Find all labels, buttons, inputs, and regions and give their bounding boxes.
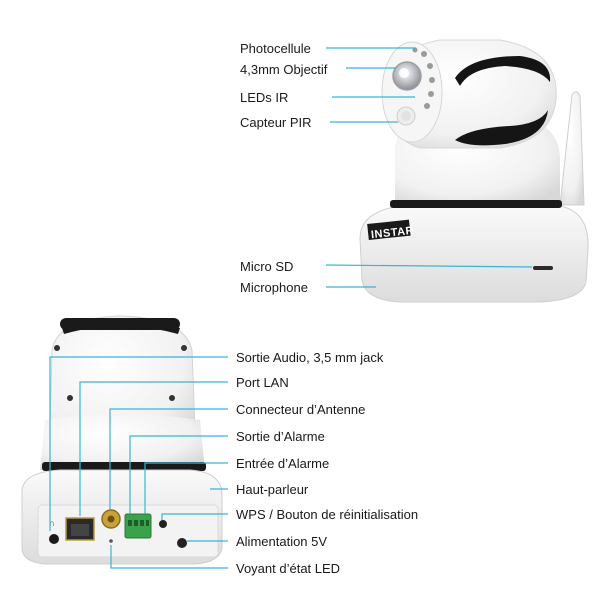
front-head-band	[455, 56, 551, 86]
label-connecteur-antenne: Connecteur d’Antenne	[236, 402, 366, 417]
label-leds-ir: LEDs IR	[240, 90, 289, 105]
label-port-lan: Port LAN	[236, 375, 289, 390]
label-micro-sd: Micro SD	[240, 259, 294, 274]
front-ring	[390, 200, 562, 208]
antenna	[559, 91, 585, 206]
brand-logo	[367, 219, 411, 240]
label-alimentation: Alimentation 5V	[236, 534, 328, 549]
front-base	[359, 205, 589, 303]
label-voyant-led: Voyant d’état LED	[236, 561, 341, 576]
label-entree-alarme: Entrée d’Alarme	[236, 456, 330, 471]
front-leader-lines	[325, 47, 533, 288]
back-camera: ∩	[21, 315, 223, 565]
label-sortie-audio: Sortie Audio, 3,5 mm jack	[236, 350, 384, 365]
back-leader-lines	[49, 356, 228, 569]
label-capteur-pir: Capteur PIR	[240, 115, 312, 130]
power-socket	[177, 538, 187, 548]
label-objectif: 4,3mm Objectif	[240, 62, 328, 77]
label-wps-reset: WPS / Bouton de réinitialisation	[236, 507, 419, 522]
status-led	[109, 539, 113, 543]
label-sortie-alarme: Sortie d’Alarme	[236, 429, 325, 444]
label-microphone: Microphone	[240, 280, 308, 295]
back-ring	[42, 462, 206, 471]
label-haut-parleur: Haut-parleur	[236, 482, 309, 497]
wps-button	[159, 520, 167, 528]
front-camera	[359, 39, 589, 303]
label-photocellule: Photocellule	[240, 41, 311, 56]
audio-jack	[49, 534, 59, 544]
svg-text:∩: ∩	[49, 519, 55, 528]
micro-sd-slot	[533, 266, 553, 270]
